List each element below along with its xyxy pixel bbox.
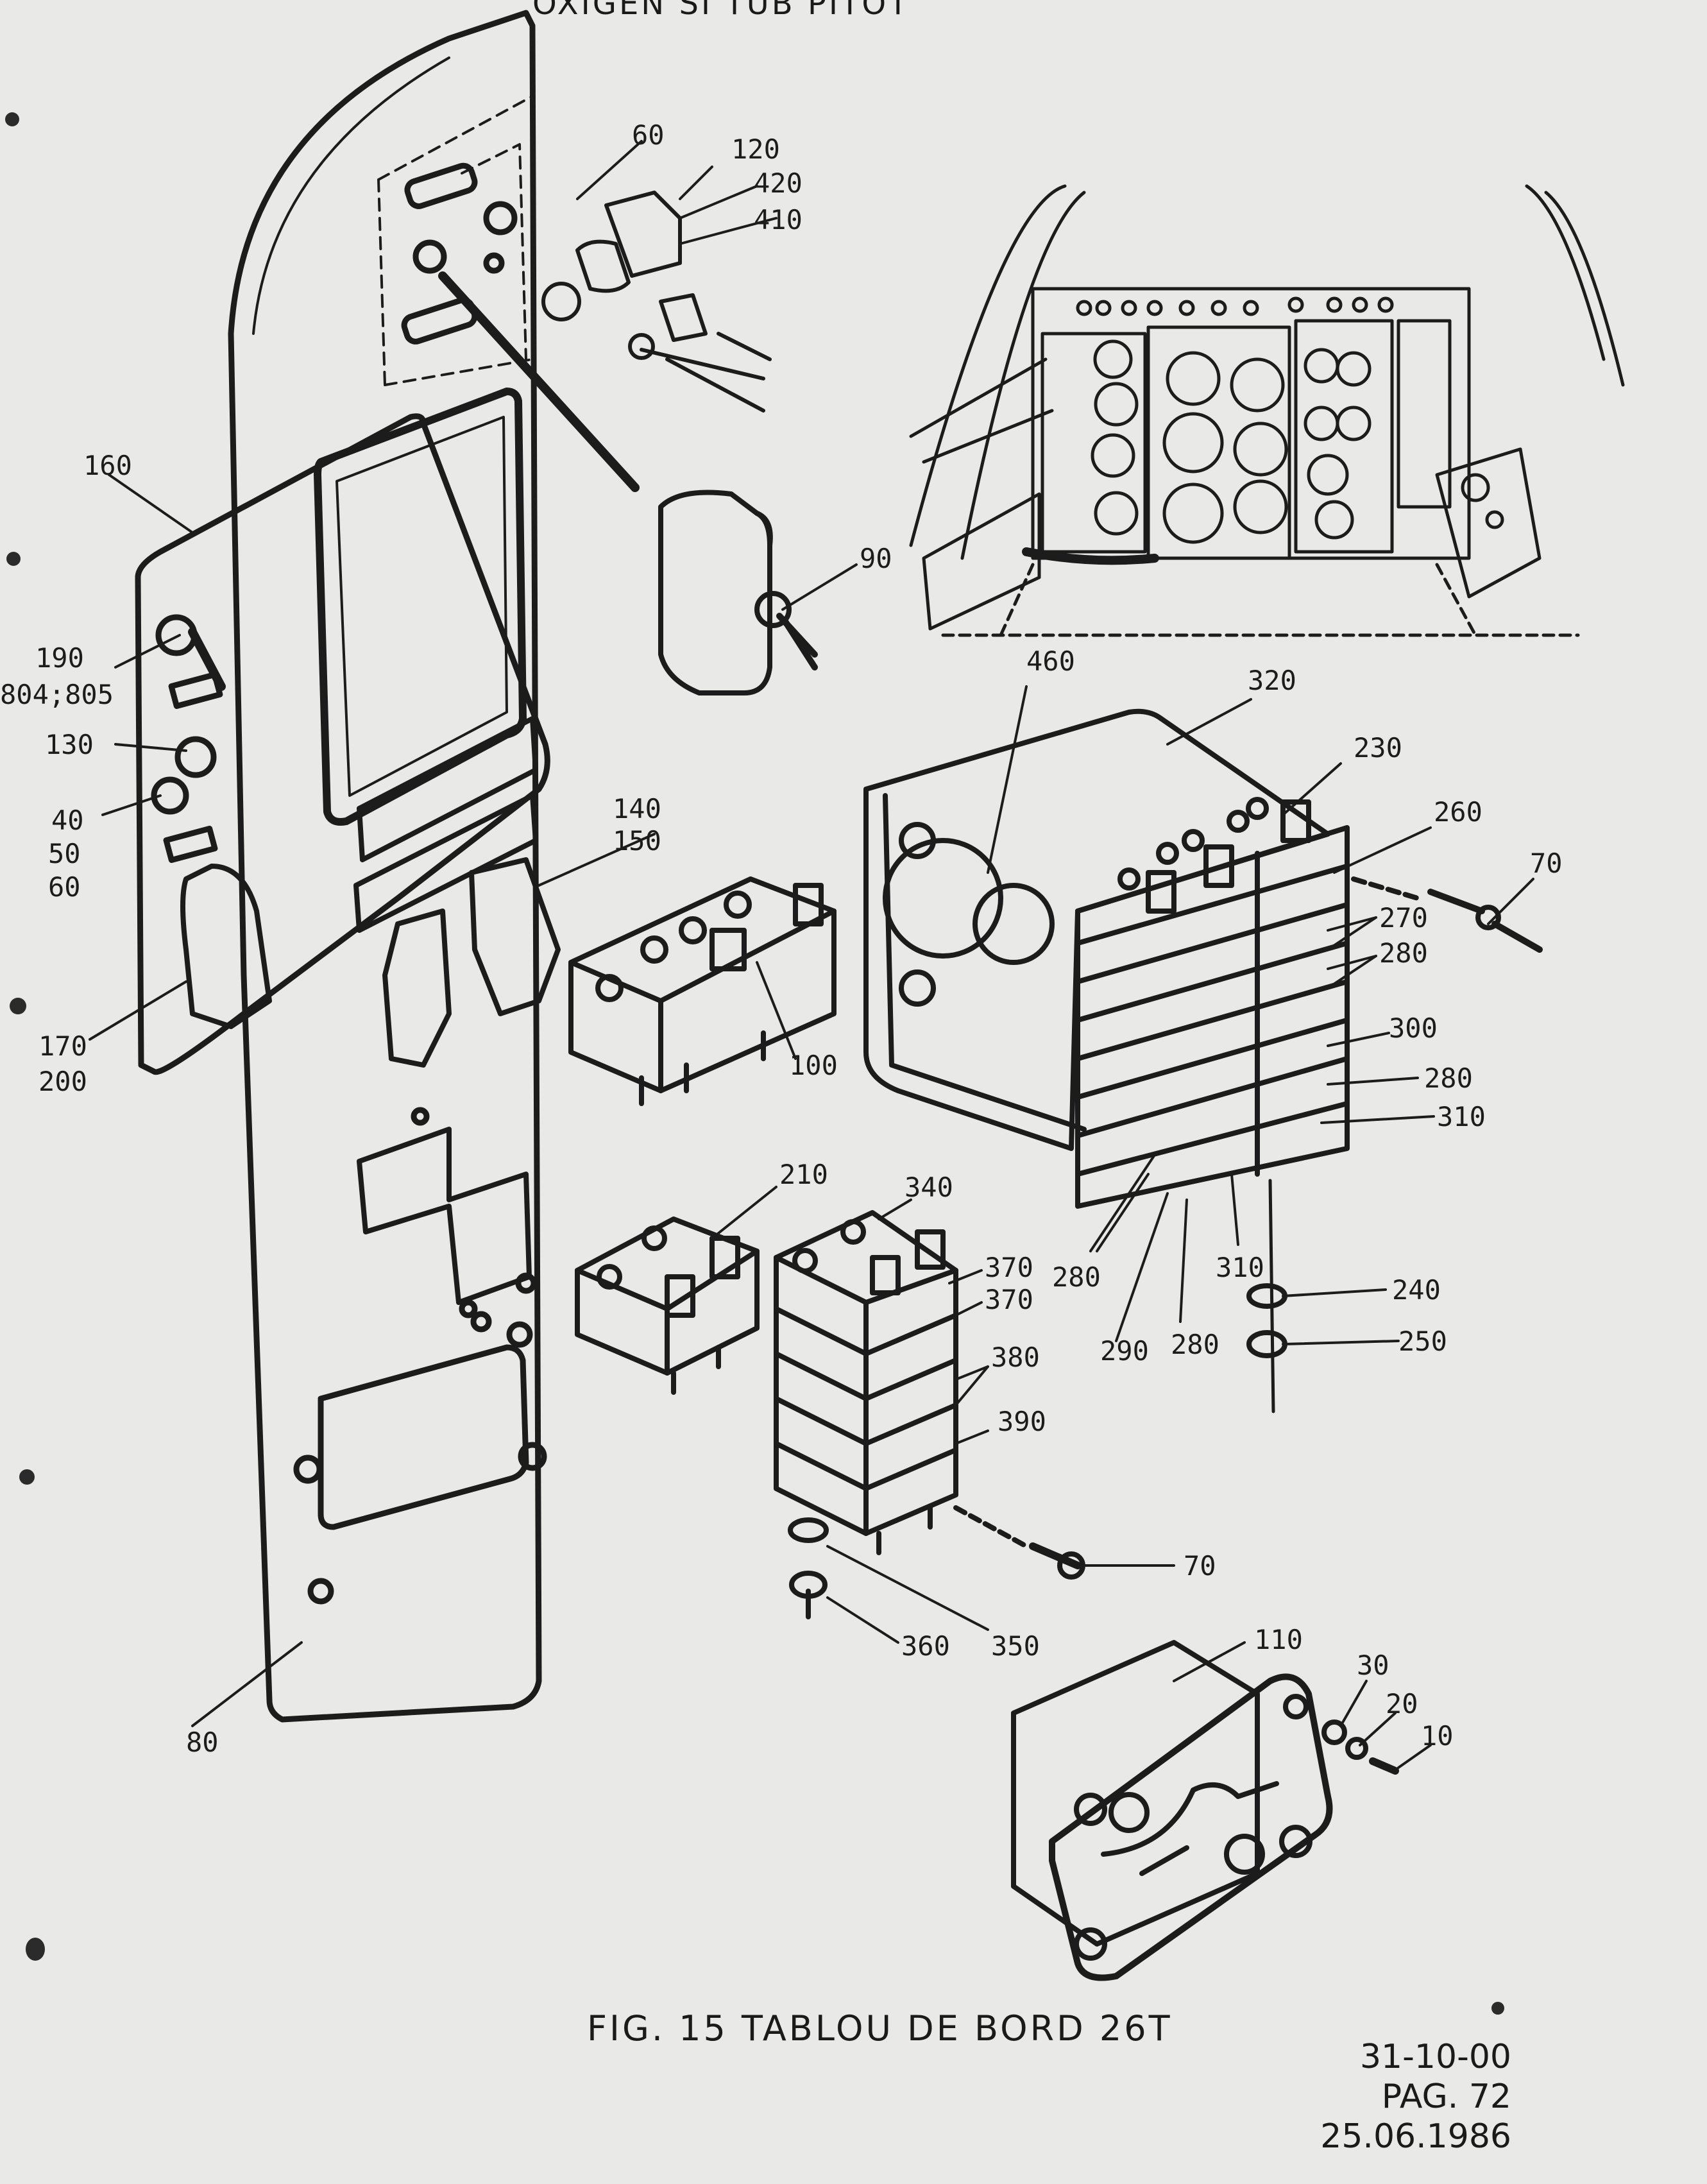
callout-40: 40 bbox=[51, 805, 84, 836]
revision-date: 25.06.1986 bbox=[1320, 2117, 1511, 2156]
top-fittings bbox=[438, 191, 772, 492]
callout-250: 250 bbox=[1398, 1326, 1447, 1357]
callout-280-d: 280 bbox=[1171, 1329, 1219, 1360]
page-number: PAG. 72 bbox=[1381, 2077, 1511, 2116]
callout-460: 460 bbox=[1026, 645, 1075, 677]
callout-110: 110 bbox=[1254, 1624, 1303, 1655]
callout-70-mid: 70 bbox=[1184, 1550, 1216, 1582]
callout-804-805: 804;805 bbox=[0, 679, 114, 710]
page-info: 31-10-00 PAG. 72 25.06.1986 bbox=[1320, 2037, 1511, 2156]
callout-320: 320 bbox=[1248, 665, 1296, 696]
header-title: OXIGEN SI TUB PITOT bbox=[532, 0, 910, 22]
sub-panel bbox=[135, 388, 561, 1075]
callout-310-a: 310 bbox=[1437, 1101, 1486, 1132]
leader-lines bbox=[89, 140, 1534, 1769]
callout-410: 410 bbox=[754, 204, 803, 235]
callout-370-a: 370 bbox=[985, 1252, 1033, 1283]
callout-150: 150 bbox=[613, 825, 661, 857]
callout-420: 420 bbox=[754, 167, 803, 199]
callout-80: 80 bbox=[186, 1727, 219, 1758]
callout-210: 210 bbox=[779, 1159, 828, 1190]
binder-hole-mark bbox=[19, 1469, 35, 1485]
callout-360: 360 bbox=[901, 1630, 950, 1662]
callout-300: 300 bbox=[1389, 1012, 1438, 1044]
callout-230: 230 bbox=[1354, 732, 1402, 764]
figure-caption: FIG. 15 TABLOU DE BORD 26T bbox=[587, 2008, 1173, 2049]
callout-290: 290 bbox=[1100, 1335, 1149, 1367]
cockpit-sketch bbox=[909, 184, 1625, 637]
callout-130: 130 bbox=[45, 729, 94, 760]
callout-120: 120 bbox=[731, 133, 780, 165]
relay-stack-340 bbox=[774, 1210, 1085, 1619]
section-number: 31-10-00 bbox=[1359, 2038, 1511, 2076]
callout-20: 20 bbox=[1386, 1688, 1418, 1719]
callout-310-b: 310 bbox=[1216, 1252, 1264, 1283]
callout-100: 100 bbox=[789, 1050, 838, 1081]
callout-350: 350 bbox=[991, 1630, 1040, 1662]
callout-240: 240 bbox=[1392, 1274, 1441, 1306]
binder-hole-mark bbox=[10, 998, 26, 1014]
main-panel bbox=[228, 10, 547, 1723]
callout-340: 340 bbox=[904, 1172, 953, 1203]
callout-280-c: 280 bbox=[1052, 1261, 1101, 1293]
callout-280-b: 280 bbox=[1424, 1062, 1473, 1094]
unit-110 bbox=[1011, 1640, 1399, 1981]
callout-200: 200 bbox=[38, 1066, 87, 1097]
callout-10: 10 bbox=[1421, 1720, 1454, 1752]
callout-270: 270 bbox=[1379, 902, 1428, 934]
binder-hole-mark bbox=[5, 112, 19, 126]
relay-module-320 bbox=[863, 708, 1543, 1413]
ink-dot bbox=[1491, 2002, 1504, 2015]
callout-60-top: 60 bbox=[632, 119, 665, 151]
callout-50: 50 bbox=[48, 838, 81, 869]
callout-280-a: 280 bbox=[1379, 937, 1428, 969]
callout-90: 90 bbox=[860, 543, 892, 574]
callout-70-right: 70 bbox=[1530, 848, 1563, 879]
binder-hole-mark bbox=[26, 1938, 45, 1961]
callout-30: 30 bbox=[1357, 1650, 1389, 1681]
callout-190: 190 bbox=[35, 642, 84, 674]
callout-390: 390 bbox=[998, 1406, 1046, 1437]
binder-hole-mark bbox=[6, 552, 21, 566]
callout-140: 140 bbox=[613, 793, 661, 824]
terminal-block-100 bbox=[568, 876, 837, 1106]
callout-160: 160 bbox=[83, 450, 132, 481]
callout-60-left: 60 bbox=[48, 871, 81, 903]
callout-380: 380 bbox=[991, 1342, 1040, 1373]
callout-370-b: 370 bbox=[985, 1284, 1033, 1315]
callout-170: 170 bbox=[38, 1030, 87, 1062]
switch-box-90 bbox=[658, 490, 818, 695]
callout-260: 260 bbox=[1434, 796, 1482, 828]
terminal-block-210 bbox=[575, 1216, 760, 1395]
